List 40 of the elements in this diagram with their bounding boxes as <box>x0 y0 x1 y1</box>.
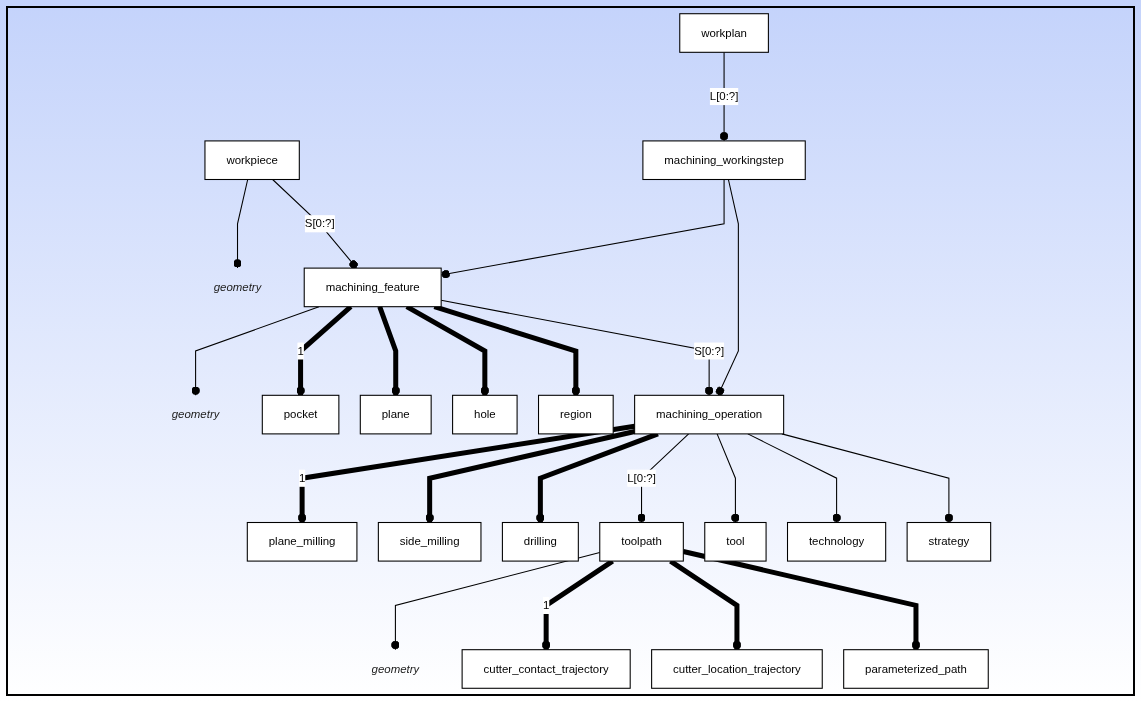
node-box: cutter_contact_trajectory <box>461 649 631 689</box>
node-box: pocket <box>261 394 340 435</box>
node-box: machining_feature <box>303 267 442 308</box>
connector <box>716 433 740 524</box>
edge-label: L[0:?] <box>627 471 656 484</box>
node-box: workpiece <box>204 140 300 181</box>
connector <box>715 178 739 396</box>
node-box: drilling <box>501 521 579 562</box>
node-box: machining_operation <box>634 394 785 435</box>
connector <box>233 178 249 269</box>
connector <box>377 305 401 396</box>
edge-label: 1 <box>297 344 304 357</box>
node-box: strategy <box>906 521 992 562</box>
connector <box>425 429 636 523</box>
node-box: region <box>538 394 614 435</box>
node-box: toolpath <box>599 521 684 562</box>
node-box: technology <box>786 521 887 562</box>
node-box: side_milling <box>377 521 482 562</box>
connector <box>272 178 358 269</box>
connector <box>297 423 635 523</box>
edge-label: 1 <box>542 598 550 612</box>
edge-label: 1 <box>298 471 306 484</box>
node-box: hole <box>452 394 518 435</box>
node-box: parameterized_path <box>843 649 989 689</box>
node-text: geometry <box>213 280 262 294</box>
node-box: workplan <box>679 13 769 53</box>
edge-label: L[0:?] <box>709 90 739 103</box>
node-box: plane_milling <box>246 521 358 562</box>
connector <box>191 306 320 396</box>
connector <box>781 433 954 524</box>
edge-label: S[0:?] <box>304 217 335 230</box>
node-text: geometry <box>371 662 420 675</box>
edge-label: S[0:?] <box>694 344 725 357</box>
node-box: machining_workingstep <box>642 140 806 181</box>
node-box: plane <box>359 394 432 435</box>
node-text: geometry <box>171 408 220 421</box>
connector <box>747 433 841 524</box>
node-box: cutter_location_trajectory <box>651 649 823 689</box>
connector <box>433 304 581 396</box>
node-box: tool <box>704 521 767 562</box>
